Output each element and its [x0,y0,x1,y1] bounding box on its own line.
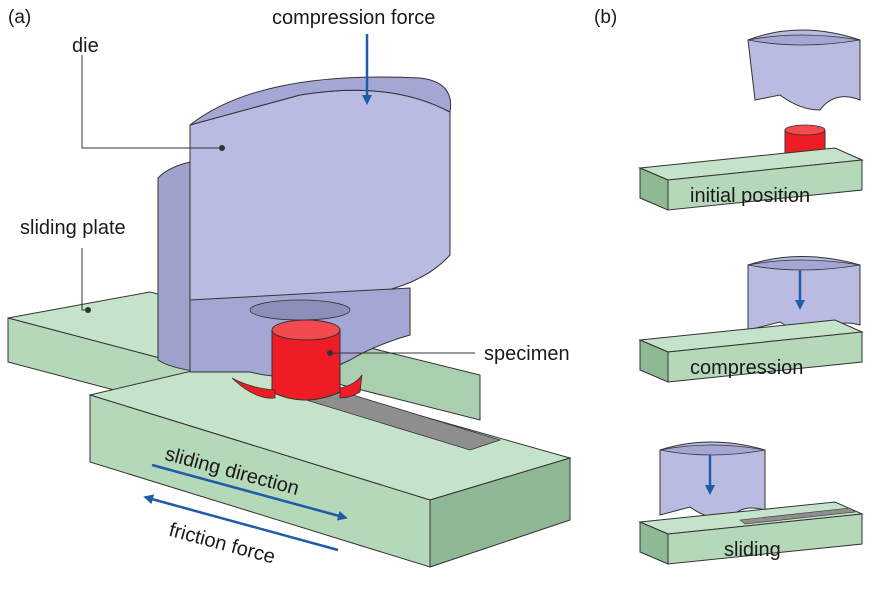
step-compression-drawing [638,256,864,383]
sliding-plate-label: sliding plate [20,217,126,239]
step-label-initial-position: initial position [690,185,811,207]
specimen-label: specimen [484,343,570,365]
sliding-direction-arrow [151,463,348,521]
die-leader-line [81,55,222,149]
step-label-compression: compression [690,357,804,379]
compression-force-label: compression force [272,7,436,29]
specimen [231,319,363,401]
sliding-plate-front [88,361,572,568]
plate-leader-dot [85,307,91,313]
plate-leader-line [81,248,88,311]
die-leader-dot [219,145,225,151]
step-label-sliding: sliding [724,539,781,561]
die-label: die [72,35,99,57]
step-initial-position-drawing [638,29,864,211]
panel-a-drawing [7,34,572,568]
friction-force-arrow [143,494,339,552]
specimen-leader-dot [327,350,333,356]
panel-a-label: (a) [8,7,32,28]
step-sliding-drawing [638,441,864,565]
die [157,76,452,377]
panel-b-label: (b) [594,7,618,28]
